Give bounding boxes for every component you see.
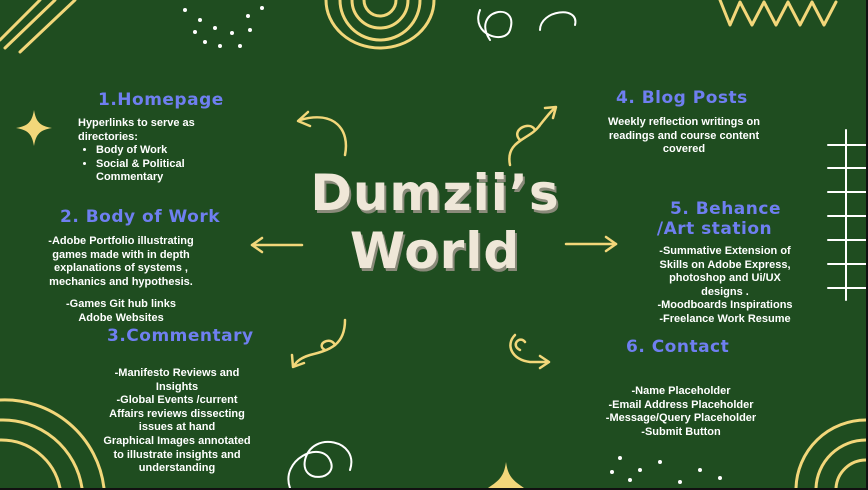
body-of-work-line-3: Adobe Websites xyxy=(78,311,164,324)
contact-heading: 6. Contact xyxy=(626,337,730,357)
arrow-to-blog xyxy=(508,105,558,167)
bottom-left-arcs-doodle xyxy=(0,398,106,488)
contact-item-email: -Email Address Placeholder xyxy=(608,398,754,411)
homepage-item-body-of-work: Body of Work xyxy=(96,144,213,158)
arrow-to-contact xyxy=(509,333,551,370)
blog-text: Weekly reflection writings on readings a… xyxy=(608,116,760,156)
contact-item-message: -Message/Query Placeholder xyxy=(605,412,757,425)
homepage-item-commentary: Social & Political Commentary xyxy=(96,158,213,185)
bottom-right-arcs-doodle xyxy=(794,418,866,488)
fishbone-doodle xyxy=(827,129,866,301)
blog-heading: 4. Blog Posts xyxy=(616,88,748,108)
body-of-work-line-1: -Adobe Portfolio illustrating games made… xyxy=(48,235,194,288)
commentary-line-1: -Manifesto Reviews and Insights xyxy=(114,367,240,393)
bottom-dots-doodle xyxy=(610,456,722,484)
homepage-list: Body of Work Social & Political Commenta… xyxy=(78,144,213,185)
behance-text: -Summative Extension of Skills on Adobe … xyxy=(650,245,800,327)
behance-heading-line-2: /Art station xyxy=(656,219,773,239)
homepage-intro: Hyperlinks to serve as directories: xyxy=(78,117,195,143)
body-of-work-line-2: -Games Git hub links xyxy=(65,298,177,311)
contact-item-name: -Name Placeholder xyxy=(631,385,731,397)
contact-text: -Name Placeholder -Email Address Placeho… xyxy=(596,385,766,439)
behance-heading-line-1: 5. Behance xyxy=(670,199,781,219)
body-of-work-heading: 2. Body of Work xyxy=(60,207,221,227)
zigzag-doodle xyxy=(718,0,838,27)
dots-doodle xyxy=(183,6,264,48)
arrow-to-behance xyxy=(564,235,618,253)
behance-heading: 5. Behance /Art station xyxy=(648,199,781,239)
commentary-line-2: -Global Events /current Affairs reviews … xyxy=(109,394,245,434)
commentary-line-3: Graphical Images annotated to illustrate… xyxy=(103,434,251,475)
commentary-heading: 3.Commentary xyxy=(107,326,254,346)
title-line-1: Dumzii’s xyxy=(310,164,560,222)
body-of-work-text: -Adobe Portfolio illustrating games made… xyxy=(46,235,196,326)
arrow-to-homepage xyxy=(296,110,348,157)
spiral-lines-doodle xyxy=(477,9,577,41)
map-title: Dumzii’s World xyxy=(300,165,570,279)
sparkle-doodle xyxy=(16,110,52,146)
behance-line-2: -Moodboards Inspirations xyxy=(657,299,793,312)
title-line-2: World xyxy=(349,222,521,280)
homepage-heading: 1.Homepage xyxy=(98,90,224,110)
contact-item-submit: -Submit Button xyxy=(641,425,721,438)
arrow-to-body-of-work xyxy=(250,236,304,254)
loop-doodle xyxy=(287,441,353,488)
behance-line-1: -Summative Extension of Skills on Adobe … xyxy=(659,245,791,298)
bottom-sparkle-doodle xyxy=(488,462,524,488)
arrow-to-commentary xyxy=(290,318,347,369)
behance-line-3: -Freelance Work Resume xyxy=(659,312,791,325)
slash-lines-doodle xyxy=(0,0,77,54)
commentary-text: -Manifesto Reviews and Insights -Global … xyxy=(98,367,256,476)
homepage-text: Hyperlinks to serve as directories: Body… xyxy=(78,117,213,185)
concentric-arcs-doodle xyxy=(324,0,436,50)
